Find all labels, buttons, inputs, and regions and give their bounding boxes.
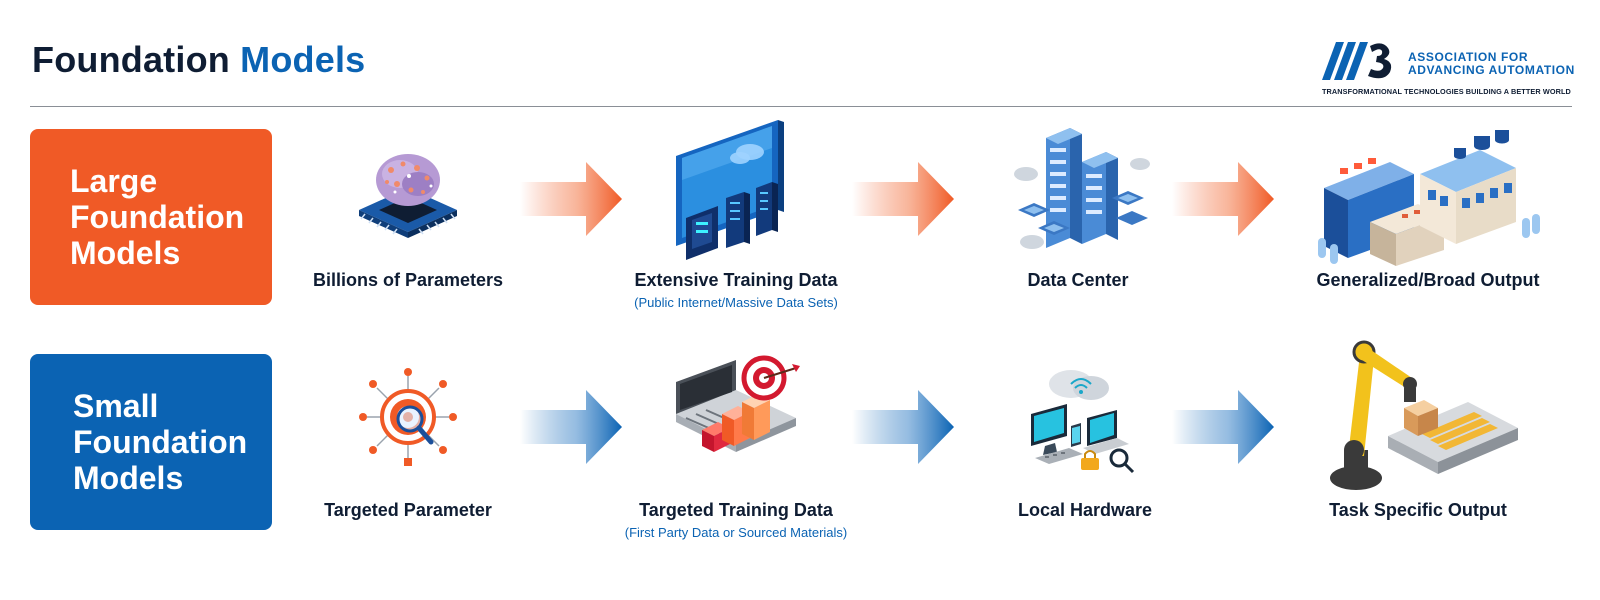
a3-logo-mark-icon (1322, 42, 1392, 80)
monitor-servers-icon (676, 120, 784, 260)
step-label: Task Specific Output (1329, 500, 1507, 520)
flow-arrow-icon (1172, 162, 1274, 236)
step-label: Generalized/Broad Output (1316, 270, 1540, 290)
step-label: Extensive Training Data (634, 270, 838, 290)
step-task-specific-output: Task Specific Output (1288, 338, 1548, 562)
logo-line-2: ADVANCING AUTOMATION (1408, 63, 1575, 77)
label-line: Large (70, 163, 158, 199)
robot-arm-icon (1330, 340, 1518, 490)
label-line: Models (70, 235, 181, 271)
step-label: Data Center (1027, 270, 1129, 290)
step-data-center: Data Center (948, 118, 1208, 318)
label-line: Small (73, 388, 159, 424)
flow-arrow-icon (520, 390, 622, 464)
large-foundation-models-label: Large Foundation Models (30, 129, 272, 305)
laptop-chart-target-icon (676, 355, 800, 452)
flow-arrow-icon (520, 162, 622, 236)
header-divider (30, 106, 1572, 107)
step-local-hardware: Local Hardware (955, 362, 1215, 562)
step-label: Targeted Training Data (639, 500, 833, 520)
page-title: Foundation Models (32, 38, 365, 81)
title-part-2: Models (240, 39, 366, 80)
step-extensive-training-data: Extensive Training Data (Public Internet… (606, 118, 866, 318)
local-devices-icon (1031, 370, 1135, 474)
step-label: Billions of Parameters (312, 270, 504, 290)
data-center-icon (1014, 128, 1150, 249)
label-line: Foundation (70, 199, 245, 235)
step-sublabel: (Public Internet/Massive Data Sets) (634, 295, 838, 310)
chip-brain-icon (359, 154, 457, 238)
step-sublabel: (First Party Data or Sourced Materials) (624, 525, 848, 540)
logo-tagline: TRANSFORMATIONAL TECHNOLOGIES BUILDING A… (1322, 87, 1571, 96)
factory-icon (1318, 130, 1540, 266)
flow-arrow-icon (852, 390, 954, 464)
flow-arrow-icon (852, 162, 954, 236)
target-magnifier-icon (359, 368, 457, 466)
step-targeted-training-data: Targeted Training Data (First Party Data… (606, 352, 866, 562)
label-line: Foundation (73, 424, 248, 460)
small-foundation-models-label: Small Foundation Models (30, 354, 272, 530)
step-billions-of-parameters: Billions of Parameters (278, 118, 538, 318)
a3-logo: ASSOCIATION FOR ADVANCING AUTOMATION TRA… (1322, 38, 1574, 98)
label-line: Models (73, 460, 184, 496)
logo-line-1: ASSOCIATION FOR (1408, 50, 1529, 64)
step-label: Targeted Parameter (324, 500, 492, 520)
flow-arrow-icon (1172, 390, 1274, 464)
step-targeted-parameter: Targeted Parameter (278, 362, 538, 562)
step-generalized-broad-output: Generalized/Broad Output (1288, 118, 1568, 318)
title-part-1: Foundation (32, 39, 230, 80)
step-label: Local Hardware (1017, 500, 1153, 520)
